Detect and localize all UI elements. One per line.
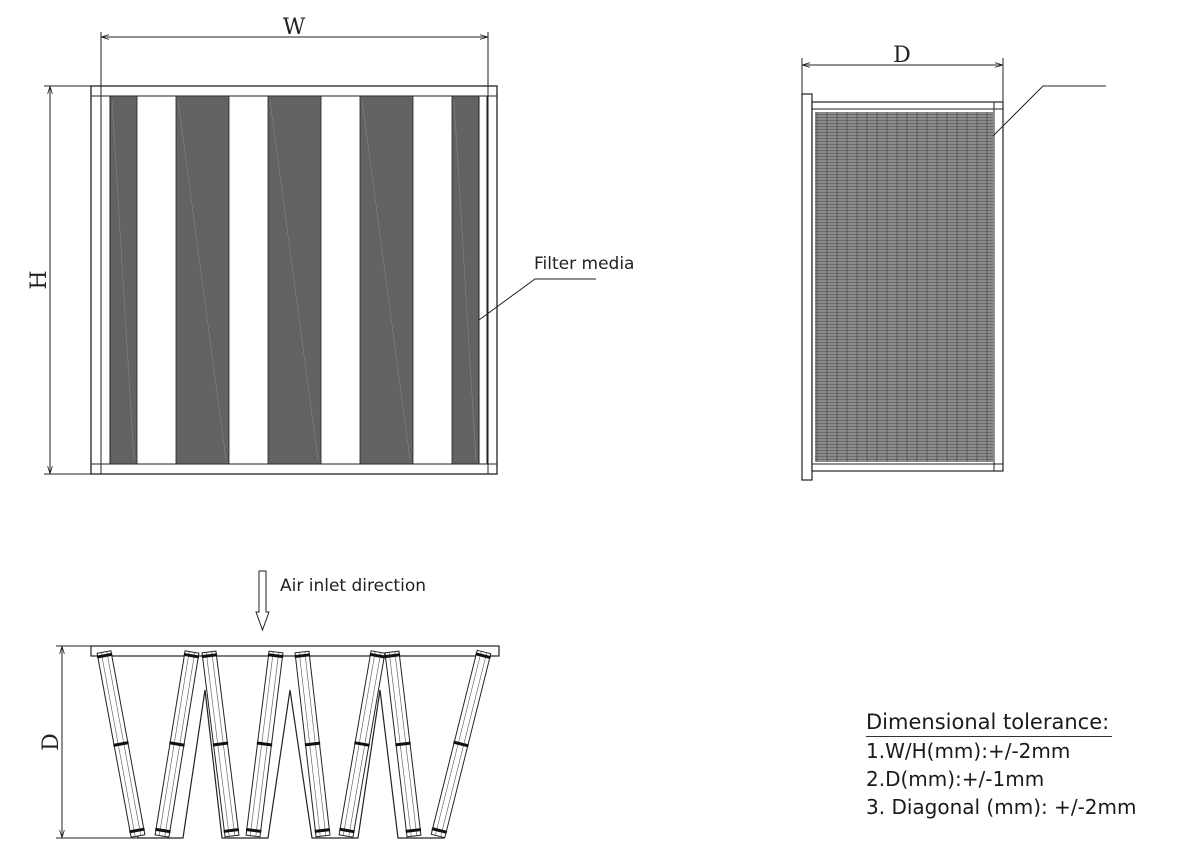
v-bank-panels (96, 649, 492, 839)
tolerance-line-3: 3. Diagonal (mm): +/-2mm (866, 795, 1137, 819)
tolerance-line-2: 2.D(mm):+/-1mm (866, 767, 1045, 791)
depth-dimension-side: D (801, 43, 1004, 102)
section-view: Air inlet direction D (39, 570, 500, 839)
air-inlet-label: Air inlet direction (280, 576, 426, 596)
side-pleat-grid (815, 112, 993, 462)
filter-media-callout: Filter media (478, 254, 634, 321)
depth-label-bottom: D (39, 733, 64, 751)
side-flange (801, 93, 813, 481)
filter-media-label: Filter media (534, 254, 634, 274)
depth-dimension-bottom: D (39, 645, 140, 839)
tolerance-line-1: 1.W/H(mm):+/-2mm (866, 739, 1071, 763)
tolerance-title: Dimensional tolerance: (866, 708, 1113, 737)
width-label: W (283, 15, 306, 40)
front-view: W H (27, 15, 634, 475)
tolerance-block: Dimensional tolerance: 1.W/H(mm):+/-2mm … (866, 708, 1137, 821)
side-media-leader (992, 85, 1106, 137)
depth-label-side: D (893, 43, 911, 68)
height-dimension: H (27, 85, 92, 475)
width-dimension: W (100, 15, 489, 86)
height-label: H (27, 270, 52, 289)
down-arrow-icon (255, 570, 270, 632)
side-view: D (801, 43, 1106, 481)
front-media-panels (109, 95, 480, 465)
v-bank-outline (99, 655, 490, 839)
